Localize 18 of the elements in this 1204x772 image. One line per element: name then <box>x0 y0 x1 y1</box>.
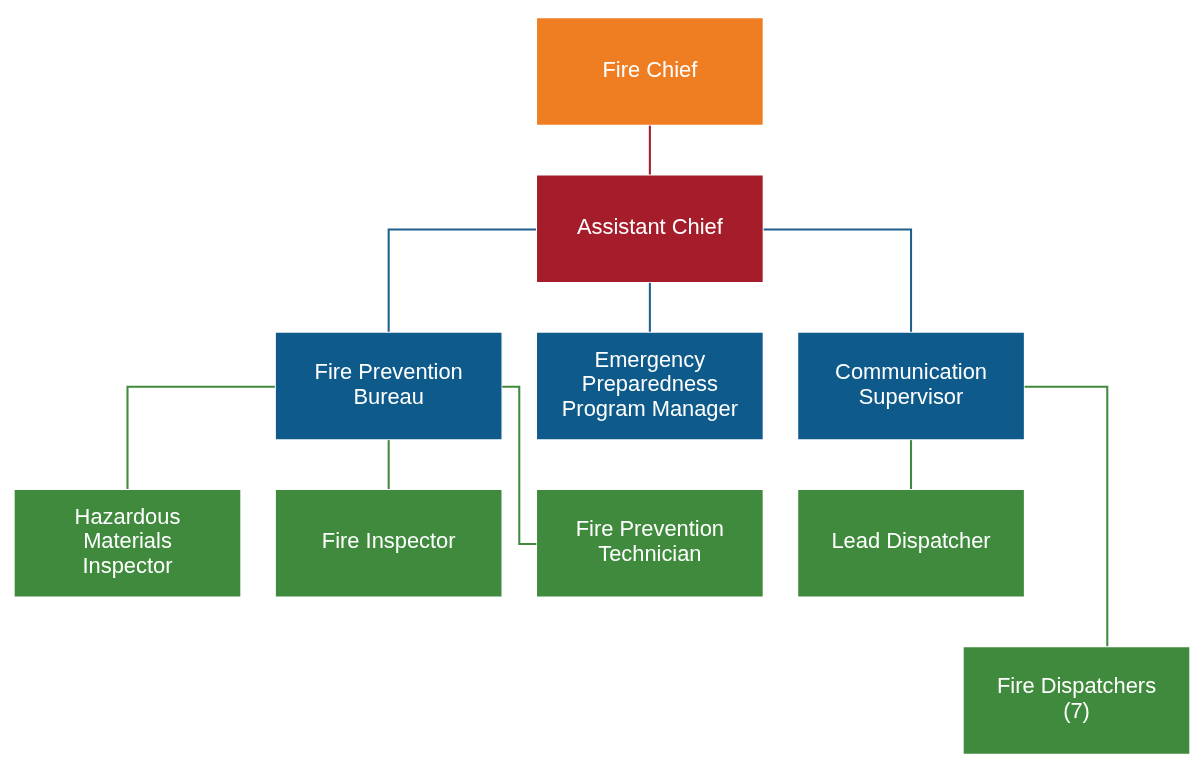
node-box: Fire Prevention Bureau <box>274 331 503 441</box>
connector <box>1024 385 1109 647</box>
node-box: Lead Dispatcher <box>796 488 1026 598</box>
node-box: Assistant Chief <box>535 174 765 284</box>
connector <box>910 440 913 490</box>
connector <box>648 125 651 175</box>
node-box: Fire Inspector <box>274 488 503 598</box>
connector <box>763 228 913 332</box>
connector <box>387 440 390 490</box>
connector <box>126 385 275 489</box>
node-box: Hazardous Materials Inspector <box>13 488 242 598</box>
node-box: Fire Prevention Technician <box>535 488 765 598</box>
node-box: Emergency Preparedness Program Manager <box>535 331 765 441</box>
connector <box>648 282 651 332</box>
node-box: Fire Chief <box>535 16 765 127</box>
connector <box>387 228 537 332</box>
node-box: Communication Supervisor <box>796 331 1026 441</box>
node-box: Fire Dispatchers (7) <box>962 645 1191 756</box>
